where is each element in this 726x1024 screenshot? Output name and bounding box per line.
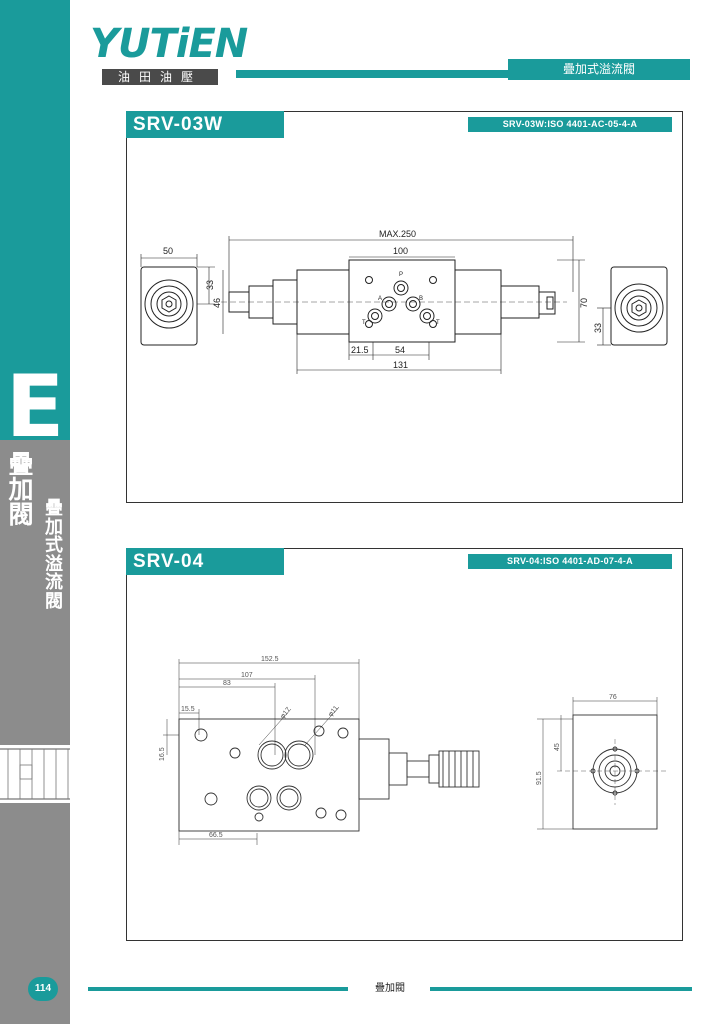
dim-76: 76 [609, 694, 617, 701]
left-end-view [140, 266, 198, 346]
sidebar-index-tabs [0, 745, 70, 803]
sidebar-subcategory: 疊 加 式 溢 流 閥 [42, 498, 66, 612]
srv-04-drawing: 152.5 107 83 15.5 16.5 66.5 φ17 φ11 76 4… [159, 656, 667, 845]
iso-standard: SRV-04:ISO 4401-AD-07-4-A [468, 554, 672, 569]
category-char: 閥 [8, 500, 34, 529]
dim-91-5: 91.5 [536, 771, 543, 785]
subcategory-char: 加 [45, 516, 63, 538]
footer-rule-left [88, 987, 348, 991]
dim-33-left: 33 [205, 280, 215, 290]
end-view [572, 714, 658, 830]
category-char: 疊 [8, 450, 34, 479]
model-title: SRV-03W [126, 111, 284, 138]
dim-131: 131 [393, 360, 408, 370]
srv-03w-drawing: 50 33 MAX.250 100 46 70 33 21.5 54 131 P… [140, 229, 668, 374]
index-tabs-graphic [0, 748, 70, 800]
dim-max-250: MAX.250 [379, 229, 416, 239]
dim-21-5: 21.5 [351, 345, 369, 355]
sidebar-gray-band [0, 440, 70, 1024]
header-rule [236, 70, 514, 78]
product-panel-srv-04: SRV-04 SRV-04:ISO 4401-AD-07-4-A [126, 548, 683, 941]
category-char: 加 [8, 475, 34, 504]
logo-subtitle: 油田油壓 [102, 69, 218, 85]
subcategory-char: 式 [45, 535, 63, 556]
subcategory-char: 閥 [45, 590, 63, 612]
dim-83: 83 [223, 680, 231, 687]
dim-46: 46 [212, 298, 222, 308]
footer-label: 疊加閥 [375, 983, 405, 994]
sidebar-category: 疊 加 閥 [4, 452, 38, 527]
port-label-a: A [378, 296, 382, 302]
dim-45: 45 [554, 743, 561, 751]
dim-152-5: 152.5 [261, 656, 279, 663]
dim-15-5: 15.5 [181, 706, 195, 713]
iso-standard: SRV-03W:ISO 4401-AC-05-4-A [468, 117, 672, 132]
dim-50: 50 [163, 246, 173, 256]
dim-70: 70 [579, 298, 589, 308]
port-label-p: P [399, 272, 403, 278]
dim-16-5: 16.5 [159, 747, 166, 761]
dim-54: 54 [395, 345, 405, 355]
footer-rule-right [430, 987, 692, 991]
page-number: 114 [28, 977, 58, 1001]
subcategory-char: 流 [45, 572, 63, 593]
section-title: 疊加式溢流閥 [508, 59, 690, 80]
dim-107: 107 [241, 672, 253, 679]
product-panel-srv-03w: SRV-03W SRV-03W:ISO 4401-AC-05-4-A [126, 111, 683, 503]
valve-body [178, 718, 360, 832]
right-end-view [610, 266, 668, 346]
dim-33-right: 33 [593, 323, 603, 333]
port-label-t: T [362, 320, 366, 326]
logo-wordmark: YUTiEN [90, 21, 248, 67]
dim-66-5: 66.5 [209, 832, 223, 839]
subcategory-char: 溢 [45, 553, 63, 575]
dim-100: 100 [393, 246, 408, 256]
model-title: SRV-04 [126, 548, 284, 575]
dim-phi11: φ11 [327, 705, 340, 719]
sidebar-teal-band [0, 0, 70, 440]
brand-logo: YUTiEN 油田油壓 [90, 21, 248, 85]
section-letter: E [5, 357, 65, 457]
subcategory-char: 疊 [45, 498, 63, 519]
port-label-b: B [419, 296, 423, 302]
dim-phi17: φ17 [279, 706, 292, 720]
port-label-t: T [436, 320, 440, 326]
